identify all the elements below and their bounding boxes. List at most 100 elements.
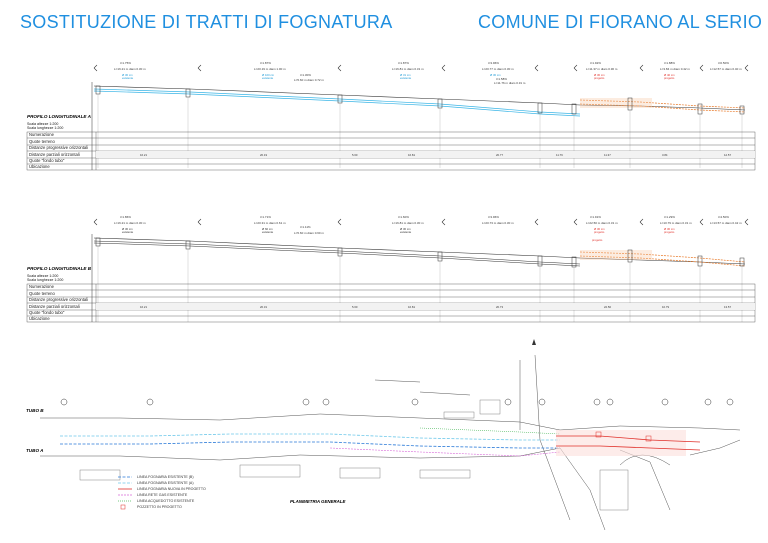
- svg-text:i=1.75%: i=1.75%: [120, 61, 131, 65]
- svg-text:16.21: 16.21: [140, 305, 147, 309]
- svg-text:L=20.77 m diam 0.30 m: L=20.77 m diam 0.30 m: [482, 67, 514, 71]
- profile-b-row-pipe-bottom: Quote "fondo tubo": [29, 310, 65, 315]
- profile-a-scale-lengths: Scala lunghezze 1:200: [27, 126, 64, 130]
- svg-text:i=1.92%: i=1.92%: [590, 61, 601, 65]
- svg-text:i=4.50%: i=4.50%: [718, 215, 729, 219]
- svg-text:i=1.30%: i=1.30%: [300, 73, 311, 77]
- svg-text:L=11.76 m diam 0.31 m: L=11.76 m diam 0.31 m: [494, 81, 526, 85]
- svg-text:Ø 30 cm: Ø 30 cm: [122, 227, 133, 231]
- svg-text:i=1.29%: i=1.29%: [664, 215, 675, 219]
- svg-text:20.31: 20.31: [260, 305, 267, 309]
- svg-text:L=5.60 m diam 0.60 m: L=5.60 m diam 0.60 m: [294, 231, 324, 235]
- svg-text:11.37: 11.37: [604, 153, 611, 157]
- svg-text:L=20.19 m diam 1.00 m: L=20.19 m diam 1.00 m: [254, 67, 286, 71]
- svg-text:L=16.81 m diam 0.31 m: L=16.81 m diam 0.31 m: [392, 67, 424, 71]
- svg-text:22.50: 22.50: [604, 305, 611, 309]
- svg-text:Ø 40 cm: Ø 40 cm: [664, 73, 675, 77]
- profile-a-title: PROFILO LONGITUDINALE A: [27, 114, 91, 119]
- plan-view-drawing: [40, 339, 741, 531]
- svg-text:i=1.58%: i=1.58%: [496, 77, 507, 81]
- svg-text:Ø 31 cm: Ø 31 cm: [400, 73, 411, 77]
- legend-existing-a: LINEA FOGNARIA ESISTENTE (A): [137, 481, 194, 485]
- profile-b-row-partial: Distanze parziali orizzontali: [29, 304, 80, 309]
- svg-text:esistente: esistente: [122, 230, 134, 234]
- svg-text:Ø 30 cm: Ø 30 cm: [594, 227, 605, 231]
- tubo-a-label: TUBO A: [26, 448, 44, 453]
- profile-a-row-progressive: Distanze progressive orizzontali: [29, 145, 89, 150]
- svg-text:L=13.57 m diam 0.42 m: L=13.57 m diam 0.42 m: [710, 221, 742, 225]
- svg-text:16.21: 16.21: [140, 153, 147, 157]
- svg-text:L=16.21 m diam 0.30 m: L=16.21 m diam 0.30 m: [114, 67, 146, 71]
- profile-a-row-ground: Quote terreno: [29, 139, 55, 144]
- svg-text:20.73: 20.73: [496, 305, 503, 309]
- svg-text:10.79: 10.79: [662, 305, 669, 309]
- svg-text:i=1.87%: i=1.87%: [260, 61, 271, 65]
- svg-text:L=11.37 m diam 0.30 m: L=11.37 m diam 0.30 m: [586, 67, 618, 71]
- svg-text:i=1.87%: i=1.87%: [398, 61, 409, 65]
- svg-text:esistente: esistente: [122, 76, 134, 80]
- profile-b-scale-lengths: Scala lunghezze 1:200: [27, 278, 64, 282]
- svg-text:i=3.96%: i=3.96%: [488, 61, 499, 65]
- svg-text:i=1.91%: i=1.91%: [590, 215, 601, 219]
- profile-b-title: PROFILO LONGITUDINALE B: [27, 266, 92, 271]
- svg-text:esistente: esistente: [400, 76, 412, 80]
- drawing-title: SOSTITUZIONE DI TRATTI DI FOGNATURA: [20, 12, 393, 32]
- svg-text:Ø 30 cm: Ø 30 cm: [594, 73, 605, 77]
- profile-a-drawing: i=1.75% L=16.21 m diam 0.30 m i=1.87% L=20…: [26, 61, 756, 171]
- svg-text:i=1.71%: i=1.71%: [260, 215, 271, 219]
- svg-text:20.19: 20.19: [260, 153, 267, 157]
- legend-water: LINEA ACQUEDOTTO ESISTENTE: [137, 499, 195, 503]
- legend-existing-b: LINEA FOGNARIA ESISTENTE (B): [137, 475, 194, 479]
- svg-text:L=5.60 m diam 0.72 m: L=5.60 m diam 0.72 m: [294, 78, 324, 82]
- svg-text:progetto: progetto: [664, 76, 675, 80]
- svg-text:L=16.81 m diam 0.30 m: L=16.81 m diam 0.30 m: [392, 221, 424, 225]
- svg-text:i=1.88%: i=1.88%: [664, 61, 675, 65]
- svg-text:Ø 30 cm: Ø 30 cm: [490, 73, 501, 77]
- svg-text:esistente: esistente: [400, 230, 412, 234]
- svg-text:L=20.31 m diam 0.61 m: L=20.31 m diam 0.61 m: [254, 221, 286, 225]
- svg-text:11.76: 11.76: [556, 153, 563, 157]
- profile-b-row-location: Ubicazione: [29, 316, 50, 321]
- svg-text:16.81: 16.81: [408, 153, 415, 157]
- svg-text:Ø 30 cm: Ø 30 cm: [400, 227, 411, 231]
- svg-text:L=22.50 m diam 0.31 m: L=22.50 m diam 0.31 m: [586, 221, 618, 225]
- svg-text:esistente: esistente: [262, 230, 274, 234]
- profile-b-row-progressive: Distanze progressive orizzontali: [29, 297, 89, 302]
- svg-text:L=16.21 m diam 0.30 m: L=16.21 m diam 0.30 m: [114, 221, 146, 225]
- svg-text:i=0.50%: i=0.50%: [718, 61, 729, 65]
- svg-text:L=10.79 m diam 0.31 m: L=10.79 m diam 0.31 m: [660, 221, 692, 225]
- profile-b-scale-heights: Scala altezze 1:200: [27, 274, 59, 278]
- svg-text:Ø 60 cm: Ø 60 cm: [262, 227, 273, 231]
- profile-b-row-ground: Quote terreno: [29, 291, 55, 296]
- svg-text:20.77: 20.77: [496, 153, 503, 157]
- svg-text:esistente: esistente: [262, 76, 274, 80]
- svg-text:16.81: 16.81: [408, 305, 415, 309]
- svg-text:progetto: progetto: [594, 76, 605, 80]
- svg-text:5.60: 5.60: [352, 305, 358, 309]
- svg-text:Ø 30 cm: Ø 30 cm: [664, 227, 675, 231]
- svg-text:5.60: 5.60: [352, 153, 358, 157]
- legend-new-pipe: LINEA FOGNARIA NUOVA IN PROGETTO: [137, 487, 206, 491]
- svg-text:i=1.86%: i=1.86%: [120, 215, 131, 219]
- profile-a-row-location: Ubicazione: [29, 164, 50, 169]
- legend-gas: LINEA RETE GAS ESISTENTE: [137, 493, 188, 497]
- municipality-title: COMUNE DI FIORANO AL SERIO: [478, 12, 763, 32]
- profile-b-row-numbering: Numerazione: [29, 284, 54, 289]
- svg-text:progetto: progetto: [594, 230, 605, 234]
- profile-a-row-pipe-bottom: Quote "fondo tubo": [29, 158, 65, 163]
- svg-text:progetto: progetto: [592, 238, 603, 242]
- svg-text:12.57: 12.57: [724, 153, 731, 157]
- svg-text:13.57: 13.57: [724, 305, 731, 309]
- svg-text:L=20.73 m diam 0.30 m: L=20.73 m diam 0.30 m: [482, 221, 514, 225]
- profile-a-row-partial: Distanze parziali orizzontali: [29, 152, 80, 157]
- svg-text:3.84: 3.84: [662, 153, 668, 157]
- profile-a-row-numbering: Numerazione: [29, 132, 54, 137]
- svg-text:i=1.60%: i=1.60%: [398, 215, 409, 219]
- svg-text:Ø 30 cm: Ø 30 cm: [122, 73, 133, 77]
- svg-text:L=12.57 m diam 0.40 m: L=12.57 m diam 0.40 m: [710, 67, 742, 71]
- legend-manhole: POZZETTO IN PROGETTO: [137, 505, 182, 509]
- plan-title: PLANIMETRIA GENERALE: [290, 499, 346, 504]
- tubo-b-label: TUBO B: [26, 408, 44, 413]
- svg-text:Ø 100 cm: Ø 100 cm: [262, 73, 275, 77]
